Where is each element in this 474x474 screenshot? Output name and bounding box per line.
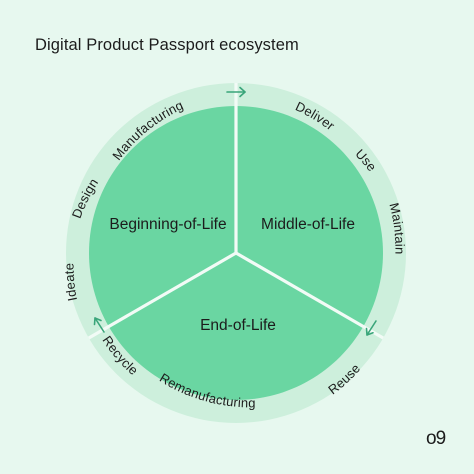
stage-label-middle: Middle-of-Life <box>261 216 355 233</box>
page-title: Digital Product Passport ecosystem <box>35 36 299 54</box>
segment-beginning-of-life <box>89 106 236 327</box>
segment-middle-of-life <box>236 106 383 327</box>
arrow-up-left-icon <box>93 317 105 333</box>
o9-logo: o9 <box>426 428 447 448</box>
arrow-right-icon <box>226 86 246 98</box>
activity-label-ideate: Ideate <box>62 263 80 303</box>
stage-label-end: End-of-Life <box>200 317 276 334</box>
segment-dividers <box>87 83 385 340</box>
segment-end-of-life <box>108 253 364 400</box>
arrow-down-left-icon <box>365 320 377 336</box>
logo-text: o9 <box>426 428 446 448</box>
stage-label-beginning: Beginning-of-Life <box>109 216 226 233</box>
